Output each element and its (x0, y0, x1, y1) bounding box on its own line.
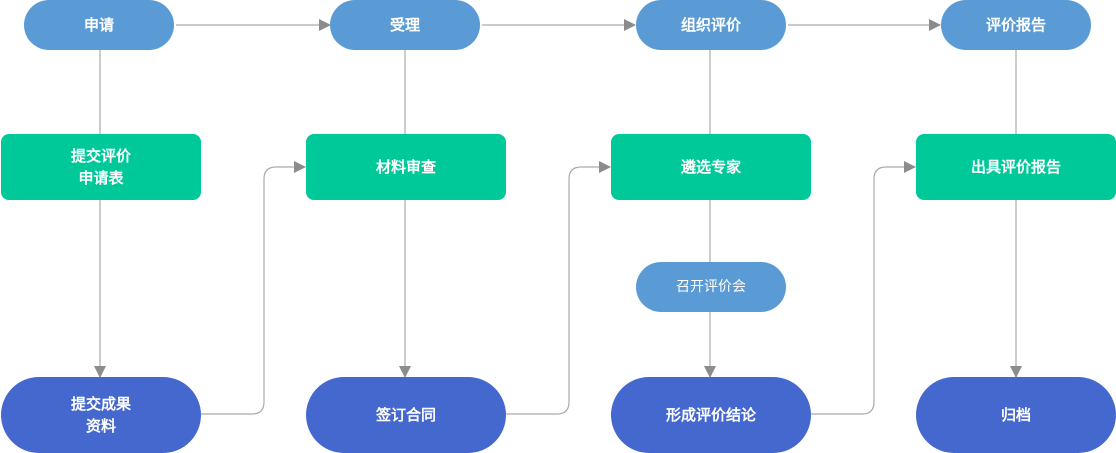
stage-node-organize-evaluation: 组织评价 (636, 0, 786, 50)
action-label: 遴选专家 (680, 158, 741, 176)
action-node-issue-report: 出具评价报告 (916, 134, 1116, 200)
output-label-line1: 提交成果 (70, 395, 131, 413)
arrow-output2-to-action3 (506, 161, 611, 415)
output-node-form-conclusion: 形成评价结论 (611, 377, 811, 453)
output-node-submit-materials: 提交成果 资料 (1, 377, 201, 453)
output-label: 签订合同 (375, 406, 436, 424)
output-label: 形成评价结论 (665, 406, 756, 424)
action-label: 出具评价报告 (970, 158, 1061, 176)
action-node-submit-application: 提交评价 申请表 (1, 134, 201, 200)
sub-node-hold-meeting: 召开评价会 (636, 262, 786, 312)
arrow-output3-to-action4 (811, 161, 916, 415)
action-label-line1: 提交评价 (70, 147, 131, 165)
stage-node-apply: 申请 (24, 0, 174, 50)
stage-label: 受理 (389, 16, 420, 34)
action-label-line2: 申请表 (78, 169, 124, 187)
stage-label: 评价报告 (985, 16, 1046, 34)
action-node-material-review: 材料审查 (306, 134, 506, 200)
output-label-line2: 资料 (85, 417, 116, 435)
stage-label: 申请 (83, 16, 114, 34)
output-label: 归档 (1000, 406, 1031, 424)
action-label: 材料审查 (375, 158, 436, 176)
stage-node-evaluation-report: 评价报告 (941, 0, 1091, 50)
stage-label: 组织评价 (680, 16, 741, 34)
action-node-select-experts: 遴选专家 (611, 134, 811, 200)
stage-node-accept: 受理 (330, 0, 480, 50)
output-node-sign-contract: 签订合同 (306, 377, 506, 453)
arrow-output1-to-action2 (201, 161, 306, 415)
sub-label: 召开评价会 (676, 279, 746, 295)
output-node-archive: 归档 (916, 377, 1116, 453)
